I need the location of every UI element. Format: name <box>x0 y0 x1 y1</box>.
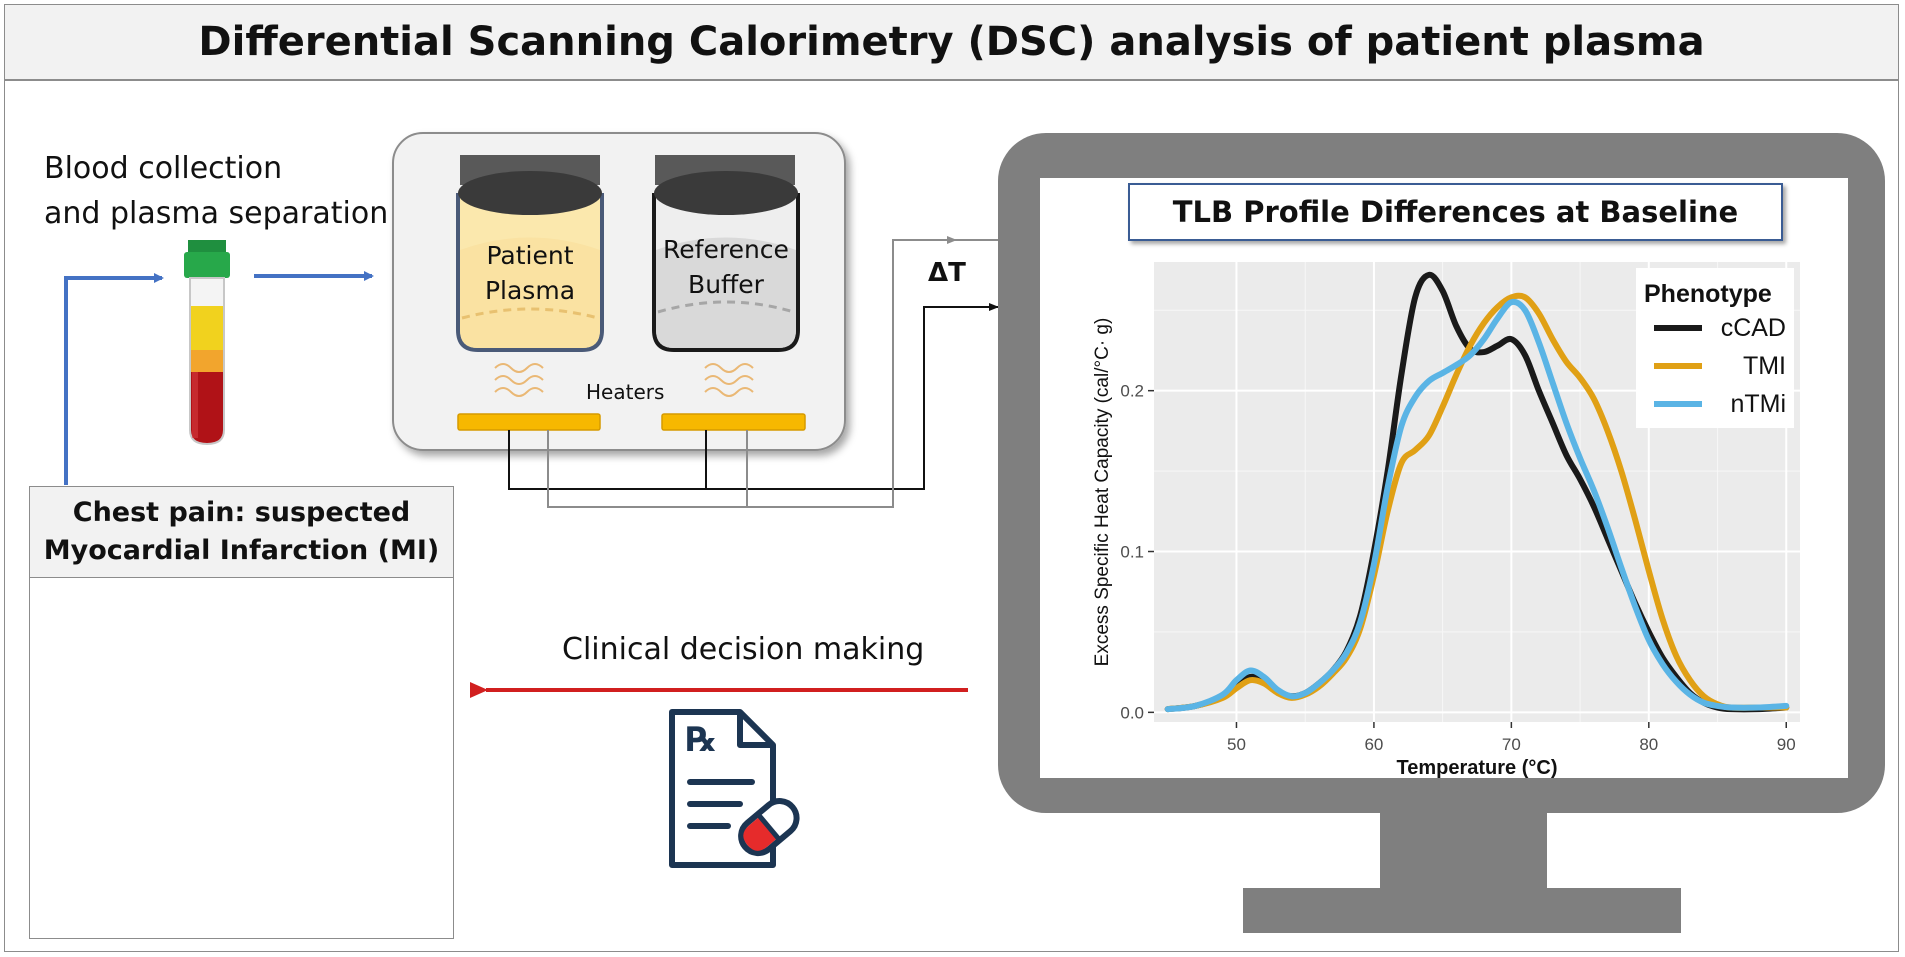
x-tick-label: 50 <box>1227 735 1246 754</box>
legend-label-cCAD: cCAD <box>1721 314 1786 342</box>
clinical-decision-label: Clinical decision making <box>562 632 925 667</box>
reference-cell-label: Reference Buffer <box>663 235 789 299</box>
title-bar: Differential Scanning Calorimetry (DSC) … <box>4 4 1899 80</box>
blood-flow-arrows <box>64 271 374 485</box>
heat-waves-icon <box>494 363 754 397</box>
reference-heater <box>661 413 806 431</box>
legend-label-TMI: TMI <box>1743 352 1786 380</box>
legend-title: Phenotype <box>1644 280 1772 308</box>
sample-heater <box>457 413 601 431</box>
x-tick-label: 80 <box>1639 735 1658 754</box>
series-line-nTMi <box>1164 298 1790 713</box>
y-tick-label: 0.0 <box>1120 703 1144 722</box>
heater-wires <box>508 236 999 508</box>
page-title: Differential Scanning Calorimetry (DSC) … <box>198 19 1705 65</box>
y-tick-label: 0.2 <box>1120 382 1144 401</box>
x-tick-label: 60 <box>1364 735 1383 754</box>
delta-t-label: ΔT <box>928 258 966 288</box>
reference-cell <box>652 155 800 352</box>
outer-frame <box>4 80 1899 952</box>
chest-pain-title-line1: Chest pain: suspected <box>72 497 411 528</box>
chest-pain-title-line2: Myocardial Infarction (MI) <box>43 535 440 566</box>
y-axis-label: Excess Specific Heat Capacity (cal/°C· g… <box>1092 318 1113 667</box>
sample-cell-label: Patient Plasma <box>484 241 576 305</box>
blood-collection-label: Blood collection and plasma separation <box>44 151 389 231</box>
sample-cell <box>456 155 604 352</box>
y-tick-label: 0.1 <box>1120 543 1144 562</box>
x-tick-label: 70 <box>1502 735 1521 754</box>
legend-label-nTMi: nTMi <box>1730 390 1786 418</box>
chest-pain-panel <box>29 577 454 939</box>
chart-title-box: TLB Profile Differences at Baseline <box>1128 183 1783 241</box>
prescription-icon <box>669 709 800 868</box>
blood-tube-icon <box>184 240 230 446</box>
heaters-label: Heaters <box>586 380 665 404</box>
chart-title: TLB Profile Differences at Baseline <box>1172 195 1739 229</box>
x-axis-label: Temperature (°C) <box>1397 757 1558 779</box>
x-tick-label: 90 <box>1777 735 1796 754</box>
rx-symbol-icon: ℞ <box>686 720 717 760</box>
chest-pain-title-box: Chest pain: suspected Myocardial Infarct… <box>29 486 454 578</box>
